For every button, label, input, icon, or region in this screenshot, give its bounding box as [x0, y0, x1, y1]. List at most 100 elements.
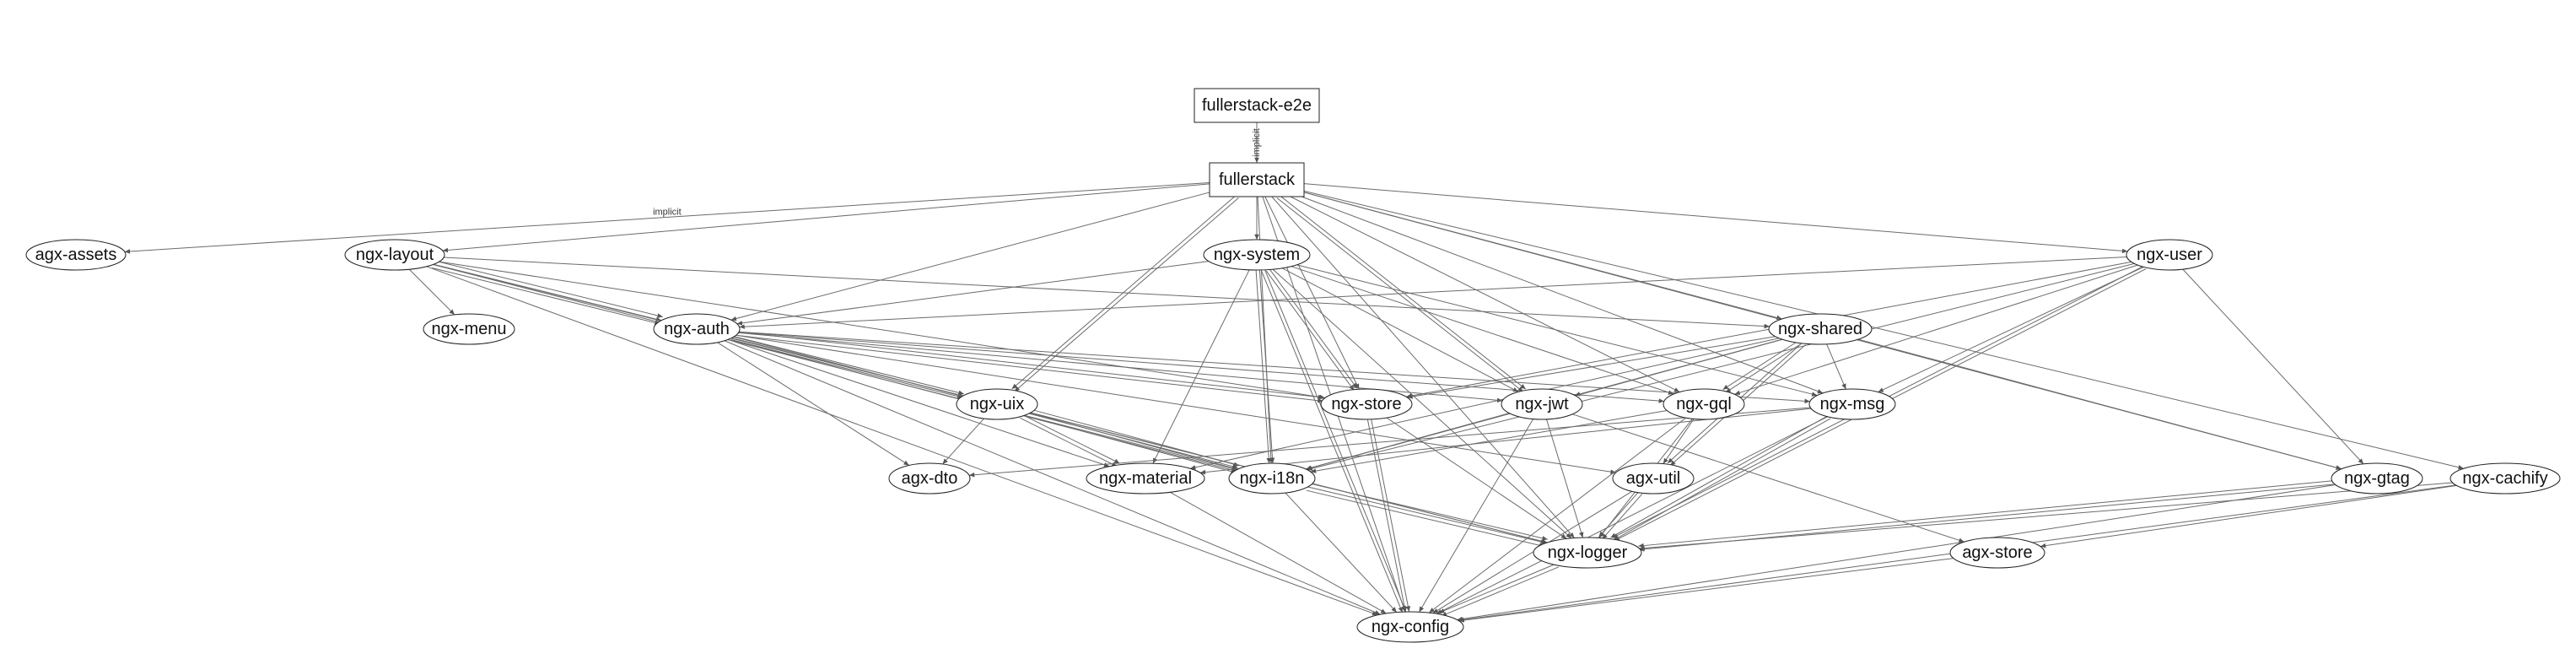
- edge-ngx-uix-to-ngx-i18n: [1029, 413, 1238, 471]
- edge-ngx-i18n-to-ngx-logger: [1306, 489, 1545, 548]
- node-shape-ngx-gtag: [2331, 462, 2423, 494]
- edge-agx-store-to-ngx-config: [1458, 558, 1954, 623]
- node-ngx-gtag[interactable]: ngx-gtag: [2331, 462, 2423, 494]
- node-shape-fullerstack-e2e: [1194, 88, 1320, 123]
- edge-agx-util-to-ngx-logger: [1598, 491, 1640, 538]
- edge-ngx-system-to-ngx-auth: [736, 261, 1209, 326]
- node-agx-assets[interactable]: agx-assets: [25, 239, 127, 271]
- node-ngx-i18n[interactable]: ngx-i18n: [1228, 462, 1316, 494]
- edge-ngx-auth-to-ngx-store: [737, 335, 1323, 403]
- edge-ngx-layout-to-ngx-auth: [432, 267, 660, 326]
- node-label-agx-assets: agx-assets: [35, 246, 117, 264]
- node-fullerstack[interactable]: fullerstack: [1209, 162, 1305, 197]
- edge-ngx-gql-to-ngx-i18n: [1310, 410, 1668, 473]
- edge-ngx-auth-to-agx-dto: [717, 342, 910, 466]
- edge-ngx-system-to-ngx-logger: [1272, 268, 1572, 539]
- edge-ngx-store-to-ngx-config: [1366, 419, 1407, 613]
- edge-ngx-auth-to-ngx-config: [724, 340, 1381, 615]
- edge-ngx-store-to-ngx-config: [1371, 419, 1411, 612]
- node-shape-fullerstack: [1209, 162, 1305, 197]
- edge-ngx-layout-to-ngx-shared: [444, 257, 1770, 329]
- edge-ngx-msg-to-ngx-config: [1436, 416, 1828, 614]
- edge-ngx-i18n-to-ngx-logger: [1308, 483, 1548, 541]
- edge-ngx-user-to-ngx-i18n: [1307, 262, 2135, 471]
- node-shape-ngx-menu: [423, 313, 515, 345]
- node-shape-ngx-layout: [344, 239, 445, 271]
- edge-ngx-auth-to-agx-util: [736, 334, 1616, 474]
- node-label-fullerstack: fullerstack: [1219, 170, 1296, 189]
- edge-fullerstack-to-ngx-user: [1303, 183, 2128, 254]
- edge-fullerstack-to-ngx-uix: [1014, 197, 1239, 392]
- node-shape-agx-util: [1612, 462, 1695, 494]
- edge-ngx-cachify-to-agx-store: [2040, 484, 2457, 548]
- node-agx-util[interactable]: agx-util: [1612, 462, 1695, 494]
- edge-ngx-uix-to-ngx-material: [1020, 417, 1118, 467]
- node-shape-ngx-msg: [1808, 388, 1896, 420]
- node-label-ngx-msg: ngx-msg: [1820, 395, 1885, 413]
- edge-ngx-system-to-ngx-gql: [1291, 266, 1674, 395]
- edge-ngx-msg-to-agx-dto: [968, 407, 1811, 478]
- node-shape-ngx-system: [1203, 239, 1311, 271]
- edge-ngx-system-to-ngx-jwt: [1281, 267, 1519, 392]
- edge-ngx-system-to-ngx-msg: [1296, 264, 1818, 397]
- node-label-ngx-jwt: ngx-jwt: [1515, 395, 1569, 413]
- node-label-fullerstack-e2e: fullerstack-e2e: [1202, 96, 1312, 115]
- node-ngx-layout[interactable]: ngx-layout: [344, 239, 445, 271]
- node-ngx-auth[interactable]: ngx-auth: [653, 313, 741, 345]
- node-label-ngx-material: ngx-material: [1099, 469, 1192, 488]
- edge-ngx-cachify-to-ngx-logger: [1639, 482, 2453, 551]
- edge-ngx-logger-to-ngx-config: [1441, 566, 1559, 617]
- node-agx-store[interactable]: agx-store: [1949, 537, 2045, 569]
- node-shape-ngx-uix: [956, 388, 1038, 420]
- edge-layer: [124, 122, 2464, 623]
- edge-fullerstack-to-ngx-layout: [442, 183, 1210, 253]
- node-shape-agx-store: [1949, 537, 2045, 569]
- node-label-ngx-gtag: ngx-gtag: [2344, 469, 2410, 488]
- node-ngx-system[interactable]: ngx-system: [1203, 239, 1311, 271]
- node-ngx-jwt[interactable]: ngx-jwt: [1501, 388, 1583, 420]
- node-fullerstack-e2e[interactable]: fullerstack-e2e: [1194, 88, 1320, 123]
- node-ngx-logger[interactable]: ngx-logger: [1533, 537, 1642, 569]
- node-label-ngx-system: ngx-system: [1214, 246, 1300, 264]
- edge-ngx-i18n-to-ngx-logger: [1307, 486, 1547, 544]
- node-ngx-msg[interactable]: ngx-msg: [1808, 388, 1896, 420]
- node-shape-ngx-config: [1356, 611, 1464, 643]
- node-ngx-store[interactable]: ngx-store: [1320, 388, 1413, 420]
- edge-ngx-gtag-to-ngx-logger: [1638, 480, 2333, 548]
- edge-ngx-system-to-ngx-config: [1264, 268, 1407, 612]
- edge-ngx-msg-to-ngx-logger: [1610, 414, 1829, 538]
- edge-ngx-system-to-ngx-i18n: [1258, 269, 1275, 463]
- edge-ngx-shared-to-ngx-gql: [1722, 341, 1798, 391]
- edge-ngx-gql-to-agx-util: [1663, 419, 1695, 464]
- edge-ngx-user-to-ngx-gtag: [2182, 268, 2364, 465]
- node-ngx-cachify[interactable]: ngx-cachify: [2449, 462, 2561, 494]
- edge-ngx-auth-to-ngx-store: [737, 331, 1324, 400]
- node-ngx-gql[interactable]: ngx-gql: [1663, 388, 1745, 420]
- edge-ngx-user-to-ngx-gql: [1734, 264, 2138, 396]
- node-ngx-shared[interactable]: ngx-shared: [1768, 313, 1873, 345]
- node-shape-ngx-auth: [653, 313, 741, 345]
- node-label-ngx-i18n: ngx-i18n: [1240, 469, 1305, 488]
- node-label-agx-dto: agx-dto: [902, 469, 958, 488]
- edge-ngx-shared-to-ngx-msg: [1826, 343, 1846, 390]
- node-ngx-material[interactable]: ngx-material: [1086, 462, 1205, 494]
- edge-ngx-auth-to-ngx-material: [727, 338, 1110, 467]
- edge-fullerstack-to-ngx-gql: [1290, 196, 1680, 393]
- node-ngx-user[interactable]: ngx-user: [2126, 239, 2213, 271]
- edge-label-fullerstack-e2e-to-fullerstack: implicit: [1252, 128, 1262, 157]
- edge-ngx-layout-to-ngx-config: [426, 266, 1378, 616]
- node-shape-ngx-user: [2126, 239, 2213, 271]
- node-shape-ngx-material: [1086, 462, 1205, 494]
- edge-ngx-msg-to-ngx-logger: [1612, 418, 1831, 542]
- edge-ngx-shared-to-ngx-gtag: [1858, 338, 2342, 470]
- node-agx-dto[interactable]: agx-dto: [888, 462, 971, 494]
- edge-ngx-shared-to-ngx-gql: [1725, 343, 1801, 393]
- node-ngx-config[interactable]: ngx-config: [1356, 611, 1464, 643]
- edge-ngx-system-to-ngx-i18n: [1255, 270, 1272, 464]
- node-ngx-menu[interactable]: ngx-menu: [423, 313, 515, 345]
- node-label-ngx-menu: ngx-menu: [432, 320, 507, 338]
- node-ngx-uix[interactable]: ngx-uix: [956, 388, 1038, 420]
- node-shape-ngx-cachify: [2449, 462, 2561, 494]
